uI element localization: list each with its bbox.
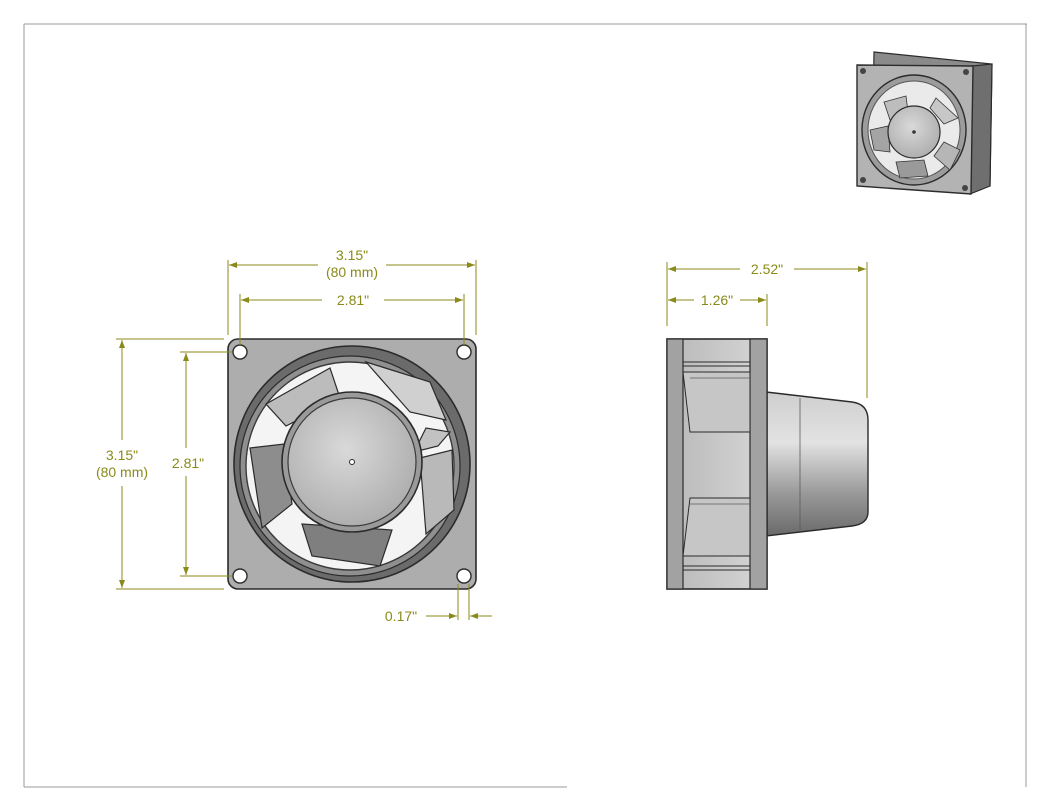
overall-height-value: 3.15": [106, 447, 138, 463]
hole-spacing-width-value: 2.81": [337, 292, 369, 308]
hole-spacing-height-value: 2.81": [172, 455, 204, 471]
fan-blades: [249, 360, 455, 567]
overall-height-metric: (80 mm): [96, 464, 148, 480]
isometric-view: [856, 51, 993, 195]
overall-width-metric: (80 mm): [326, 264, 378, 280]
front-dimensions: [116, 260, 492, 620]
overall-width-value: 3.15": [336, 247, 368, 263]
motor-housing: [765, 391, 869, 537]
side-dimensions: [666, 262, 868, 398]
overall-depth-value: 2.52": [751, 261, 783, 277]
front-view: [227, 338, 477, 590]
front-dimension-labels: 3.15" (80 mm) 2.81" 3.15" (80 mm) 2.81" …: [96, 247, 417, 624]
side-view: [666, 338, 869, 590]
mounting-holes: [232, 344, 472, 584]
frame-depth-value: 1.26": [701, 292, 733, 308]
side-dimension-labels: 2.52" 1.26": [701, 261, 783, 308]
hole-offset-value: 0.17": [385, 608, 417, 624]
sheet-border: [23, 23, 1027, 788]
